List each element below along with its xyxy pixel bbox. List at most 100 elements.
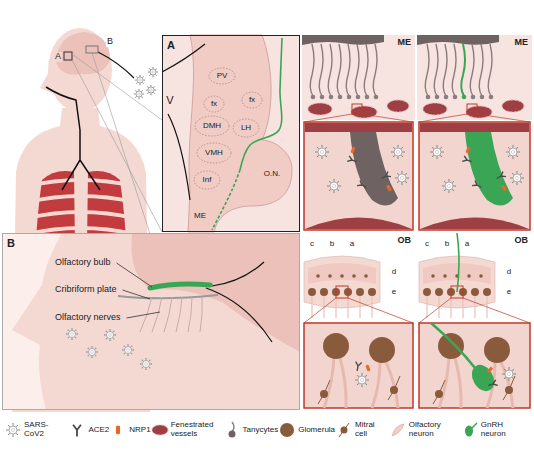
fenestrated-vessel [466,106,492,118]
legend-item: GnRH neuron [461,421,530,439]
olfactory-bulb-gnrh-illustration [450,296,451,318]
virus-icon [8,425,9,426]
virus-icon [432,156,433,157]
panel-label: OB [515,236,529,246]
ace2-receptor [74,425,82,437]
legend-symbol [341,427,348,434]
virus-icon [140,363,141,364]
olfactory-bulb-illustration [304,298,413,323]
virus-icon [513,378,514,379]
virus-icon [135,79,136,80]
virus-icon [150,85,151,86]
fenestrated-vessel [152,425,168,435]
body-figure [28,196,134,202]
median-eminence-gnrh-illustration [489,95,494,100]
virus-icon [317,156,318,157]
legend-item: Mitral cell [335,421,389,439]
nrp1-receptor [350,146,355,153]
virus-icon [447,184,450,187]
legend-symbol [228,431,235,438]
region-label: PV [216,72,229,81]
olfactory-bulb-illustration [316,274,320,278]
virus-icon [139,79,141,81]
hypothalamus-illustration [233,119,259,137]
legend-symbol [109,421,127,439]
virus-icon [154,93,155,94]
virus-icon [140,358,152,370]
nrp1-receptor [487,367,494,374]
virus-icon [508,379,509,380]
hypothalamus-illustration [240,38,282,170]
virus-icon [444,181,445,182]
virus-icon [327,179,341,193]
region-label: LH [240,124,252,133]
legend-item: ACE2 [68,421,109,439]
median-eminence-illustration [302,35,415,230]
olfactory-bulb-illustration [311,296,312,318]
virus-icon [138,93,140,95]
head-profile-illustration [2,233,300,410]
virus-icon [86,351,87,352]
olfactory-bulb-gnrh-illustration [433,380,445,404]
legend: SARS-CoV2ACE2NRP1Fenestrated vesselsTany… [4,421,530,439]
body-figure [92,53,150,234]
virus-icon [138,89,139,90]
virus-icon [329,190,330,191]
region-label: e [506,288,512,297]
olfactory-bulb-illustration [302,233,415,408]
median-eminence-gnrh-illustration [470,44,474,96]
virus-icon [445,182,453,190]
virus-icon [511,150,514,153]
virus-icon [321,145,322,146]
legend-label: Mitral cell [355,421,389,439]
virus-icon [6,429,7,430]
legend-symbol [339,423,349,437]
panel: ME [417,35,532,232]
virus-icon [506,145,520,159]
virus-icon [327,185,328,186]
virus-icon [154,86,155,87]
virus-icon [430,145,444,159]
olfactory-bulb-illustration [368,288,376,296]
virus-icon [505,370,513,378]
virus-icon [442,151,443,152]
virus-icon [448,179,449,180]
median-eminence-gnrh-illustration [417,35,532,120]
virus-icon [395,177,396,178]
virus-icon [86,346,98,358]
olfactory-bulb-illustration [359,296,360,318]
virus-icon [134,89,144,99]
olfactory-bulb-illustration [308,263,376,284]
legend-symbol [389,421,407,439]
panel: ME [302,35,415,232]
virus-icon [433,148,441,156]
olfactory-bulb-gnrh-illustration [467,274,471,278]
virus-icon [430,151,431,152]
nrp1-receptor [386,184,392,191]
virus-icon [97,351,98,352]
olfactory-bulb-gnrh-illustration [417,233,532,322]
virus-icon [109,329,110,330]
legend-item: Olfactory neuron [389,421,461,439]
virus-icon [127,355,128,356]
head-profile-illustration [164,297,172,332]
virus-icon [155,89,156,90]
body-figure [64,52,72,60]
virus-icon [391,151,392,152]
nrp1-receptor [501,184,507,191]
body-figure [98,52,134,78]
virus-icon [88,355,89,356]
olfactory-bulb-gnrh-illustration [443,274,447,278]
body-figure [72,54,162,232]
legend-label: Glomerula [298,426,335,435]
panel: B [2,233,300,410]
head-profile-illustration [150,284,210,288]
olfactory-bulb-illustration [347,296,348,318]
hypothalamus-illustration [195,116,229,136]
legend-symbol [228,422,235,438]
region-label: d [506,268,512,277]
virus-icon [134,93,135,94]
virus-icon [521,182,522,183]
